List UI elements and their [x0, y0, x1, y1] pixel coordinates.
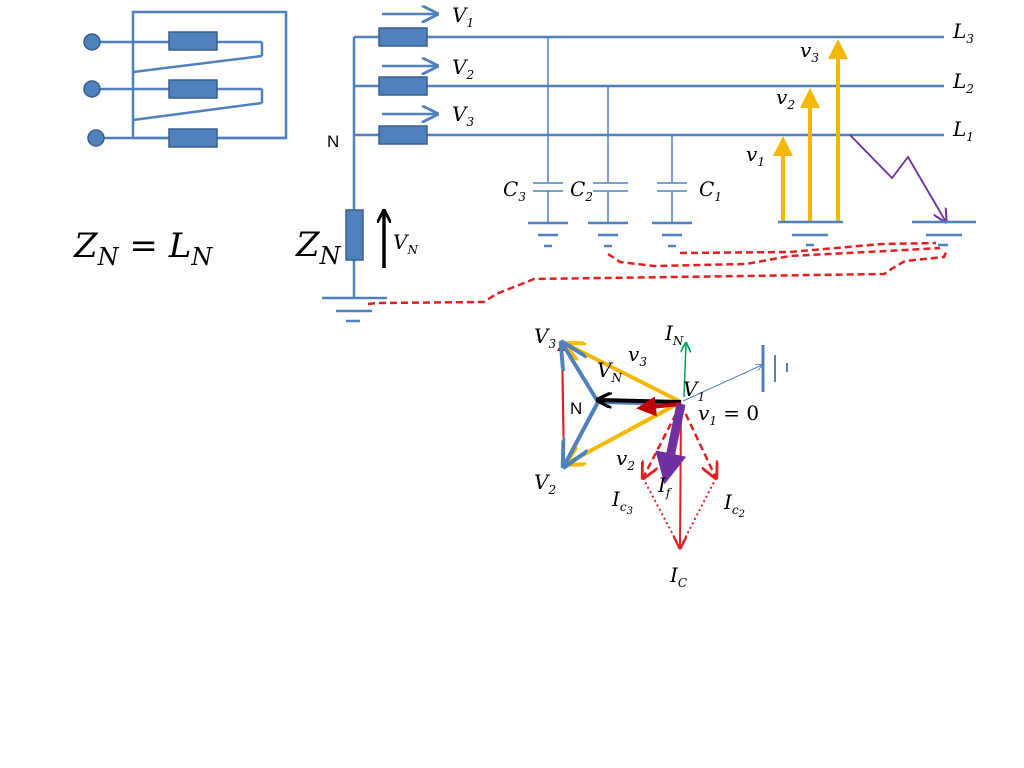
source-v1-label: V1 [452, 3, 474, 30]
line-l2-label: L2 [952, 69, 974, 96]
c3-ground-icon [528, 221, 568, 248]
line-l1-label: L1 [952, 117, 974, 144]
phasor-ic2 [679, 403, 716, 478]
phasor-ic-label: IC [669, 563, 687, 590]
source-voltage-arrows [382, 14, 437, 114]
neutral-bus [352, 35, 380, 298]
source-ground-icon [322, 296, 387, 323]
c1-ground-icon [652, 221, 692, 248]
phasor-in-label: IN [664, 321, 684, 348]
zn-label: ZN [295, 225, 342, 270]
phasor-n-label: N [570, 399, 582, 418]
terminal-3 [87, 129, 105, 147]
capacitance-c1 [657, 135, 687, 222]
fault-ground-icon [912, 220, 976, 247]
source-impedances [378, 27, 428, 145]
v-ground-reference-icon [778, 220, 843, 247]
c2-label: C2 [570, 177, 593, 204]
phasor-v3-label: V3 [534, 324, 556, 351]
phasor-neutral-current [636, 396, 682, 417]
phasor-ic2-label: Ic2 [723, 490, 745, 520]
neutral-point-label: N [327, 132, 339, 151]
capacitance-c2 [593, 86, 628, 222]
phasor-diagram [557, 343, 788, 548]
capacitance-c3 [533, 37, 563, 222]
phasor-v3 [566, 344, 682, 404]
c3-label: C3 [503, 177, 526, 204]
phasor-v2-small-label: v2 [616, 446, 635, 473]
source-v2-label: V2 [452, 55, 474, 82]
v2-ground-label: v2 [776, 85, 795, 112]
phasor-v1-label: V1 [683, 377, 705, 404]
phasor-vn [599, 400, 682, 402]
phasor-if-label: If [657, 473, 673, 500]
generator-windings [100, 10, 288, 140]
v1-ground-label: v1 [746, 142, 765, 169]
line-l3-label: L3 [952, 19, 974, 46]
v3-ground-label: v3 [800, 38, 819, 65]
phasor-ic3-label: Ic3 [611, 487, 633, 517]
earth-fault-path [849, 134, 946, 222]
phasor-vn-label: VN [597, 358, 622, 385]
earth-return-currents [367, 241, 948, 306]
phasor-v3-small-label: v3 [628, 342, 647, 369]
neutral-impedance [345, 209, 364, 261]
phasor-in [684, 343, 686, 398]
terminal-2 [83, 80, 101, 98]
generator-winding-resistors [168, 31, 218, 148]
source-v3-label: V3 [452, 102, 474, 129]
vn-label: VN [393, 230, 418, 257]
phase-lines [426, 35, 944, 137]
terminal-1 [83, 33, 101, 51]
phasor-v2-label: V2 [534, 470, 556, 497]
c1-label: C1 [699, 177, 722, 204]
c2-ground-icon [588, 221, 628, 248]
zn-equals-ln-label: ZN = LN [73, 226, 213, 271]
phase-to-ground-voltages [773, 39, 848, 221]
phasor-if [655, 403, 687, 485]
phasor-v1-zero-label: v1 = 0 [698, 401, 759, 428]
generator-terminals [83, 33, 105, 147]
